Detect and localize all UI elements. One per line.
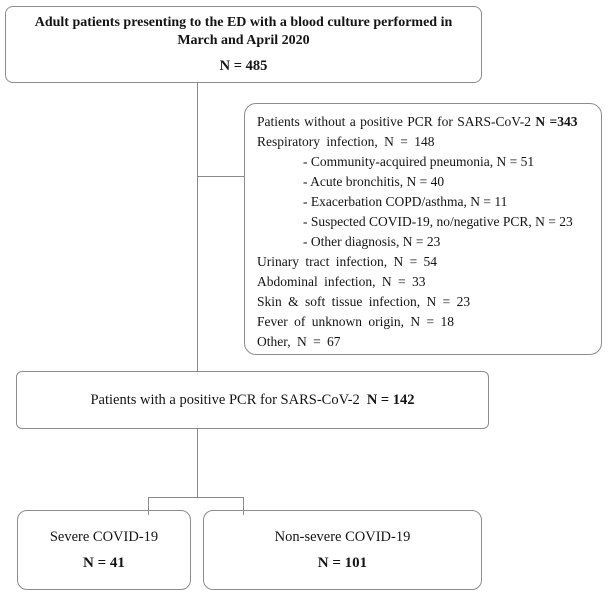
total-patients-title-line2: March and April 2020 — [177, 33, 310, 48]
exclusion-item-respiratory: Respiratory infection, N = 148 — [257, 134, 435, 149]
exclusion-title: Patients without a positive PCR for SARS… — [257, 112, 593, 132]
exclusion-item-abdominal: Abdominal infection, N = 33 — [257, 274, 426, 289]
exclusion-item-fever-unknown-origin: Fever of unknown origin, N = 18 — [257, 314, 454, 329]
severe-covid-box: Severe COVID-19 N = 41 — [17, 510, 191, 590]
non-severe-covid-box: Non-severe COVID-19 N = 101 — [203, 510, 482, 590]
exclusion-item-bronchitis: - Acute bronchitis, N = 40 — [303, 174, 445, 189]
total-patients-title-line1: Adult patients presenting to the ED with… — [34, 15, 453, 30]
non-severe-covid-label: Non-severe COVID-19 — [274, 529, 411, 545]
excluded-patients-box: Patients without a positive PCR for SARS… — [244, 103, 602, 355]
exclusion-item-urinary: Urinary tract infection, N = 54 — [257, 254, 438, 269]
total-patients-count: N = 485 — [219, 58, 268, 74]
severe-covid-count: N = 41 — [83, 555, 125, 571]
exclusion-item-other-diagnosis: - Other diagnosis, N = 23 — [303, 234, 441, 249]
severe-covid-label: Severe COVID-19 — [49, 529, 159, 545]
positive-pcr-box: Patients with a positive PCR for SARS-Co… — [16, 371, 489, 429]
connector-positive-to-branch — [197, 429, 198, 497]
connector-stub-severe — [148, 497, 149, 515]
exclusion-title-text: Patients without a positive PCR for SARS… — [257, 114, 532, 129]
positive-pcr-title: Patients with a positive PCR for SARS-Co… — [90, 391, 360, 408]
exclusion-item-copd-asthma: - Exacerbation COPD/asthma, N = 11 — [303, 194, 508, 209]
connector-stub-non-severe — [243, 497, 244, 515]
connector-to-exclusion — [198, 176, 244, 177]
exclusion-item-other: Other, N = 67 — [257, 334, 341, 349]
exclusion-item-suspected-covid: - Suspected COVID-19, no/negative PCR, N… — [303, 214, 573, 229]
exclusion-title-count: N =343 — [535, 114, 578, 129]
connector-branch-horizontal — [148, 497, 244, 498]
connector-top-to-positive — [197, 83, 198, 371]
exclusion-item-cap: - Community-acquired pneumonia, N = 51 — [303, 154, 535, 169]
total-patients-box: Adult patients presenting to the ED with… — [5, 6, 482, 83]
exclusion-item-skin-soft-tissue: Skin & soft tissue infection, N = 23 — [257, 294, 471, 309]
non-severe-covid-count: N = 101 — [317, 555, 368, 571]
positive-pcr-count: N = 142 — [366, 391, 415, 408]
